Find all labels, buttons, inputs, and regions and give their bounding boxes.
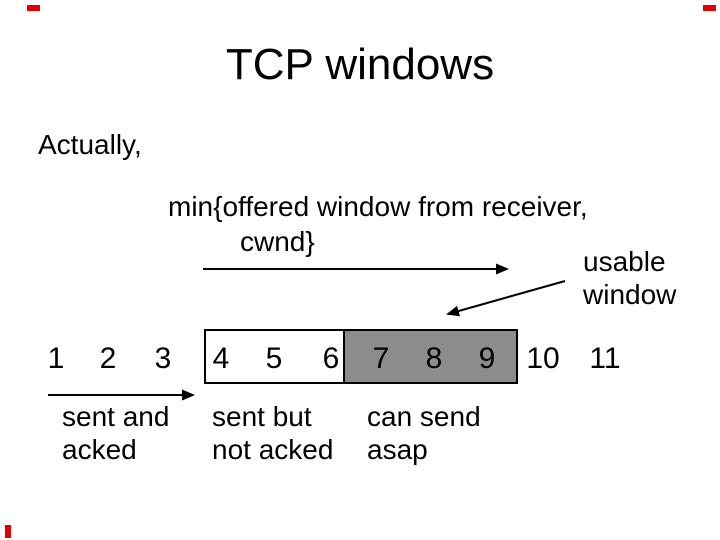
legend-sent-not-acked-line2: not acked (212, 434, 334, 465)
corner-mark-bottom-left (5, 525, 11, 538)
sequence-number-11: 11 (589, 342, 621, 375)
legend-sent-not-acked-line1: sent but (212, 401, 312, 432)
sent-acked-extent-arrow (48, 389, 195, 401)
legend-sent-acked: sent and acked (62, 400, 169, 466)
sequence-number-8: 8 (425, 342, 443, 375)
usable-window-pointer-arrow (446, 280, 566, 317)
min-window-label-line2: cwnd} (240, 226, 315, 257)
sequence-number-2: 2 (99, 342, 117, 375)
corner-mark-top-left (27, 5, 40, 11)
sequence-number-4: 4 (212, 342, 230, 375)
sequence-number-1: 1 (47, 342, 65, 375)
sequence-number-10: 10 (526, 342, 560, 375)
intro-text: Actually, (38, 129, 142, 160)
legend-sent-acked-line1: sent and (62, 401, 170, 432)
legend-sent-acked-line2: acked (62, 434, 137, 465)
legend-can-send-line1: can send (367, 401, 481, 432)
min-window-label: min{offered window from receiver, cwnd} (168, 189, 588, 259)
legend-can-send-line2: asap (367, 434, 428, 465)
sequence-number-7: 7 (372, 342, 390, 375)
slide-title: TCP windows (225, 40, 495, 89)
usable-window-box (343, 329, 518, 384)
usable-window-label-line1: usable (583, 246, 666, 277)
legend-can-send: can send asap (367, 400, 481, 466)
legend-sent-not-acked: sent but not acked (212, 400, 333, 466)
corner-mark-top-right (703, 5, 716, 11)
sequence-number-9: 9 (478, 342, 496, 375)
sequence-number-3: 3 (154, 342, 172, 375)
usable-window-label-line2: window (583, 279, 677, 310)
sequence-number-5: 5 (265, 342, 283, 375)
usable-window-label: usable window (583, 245, 676, 311)
cwnd-extent-arrow (203, 263, 509, 275)
min-window-label-line1: min{offered window from receiver, (168, 191, 588, 222)
sequence-number-6: 6 (322, 342, 340, 375)
